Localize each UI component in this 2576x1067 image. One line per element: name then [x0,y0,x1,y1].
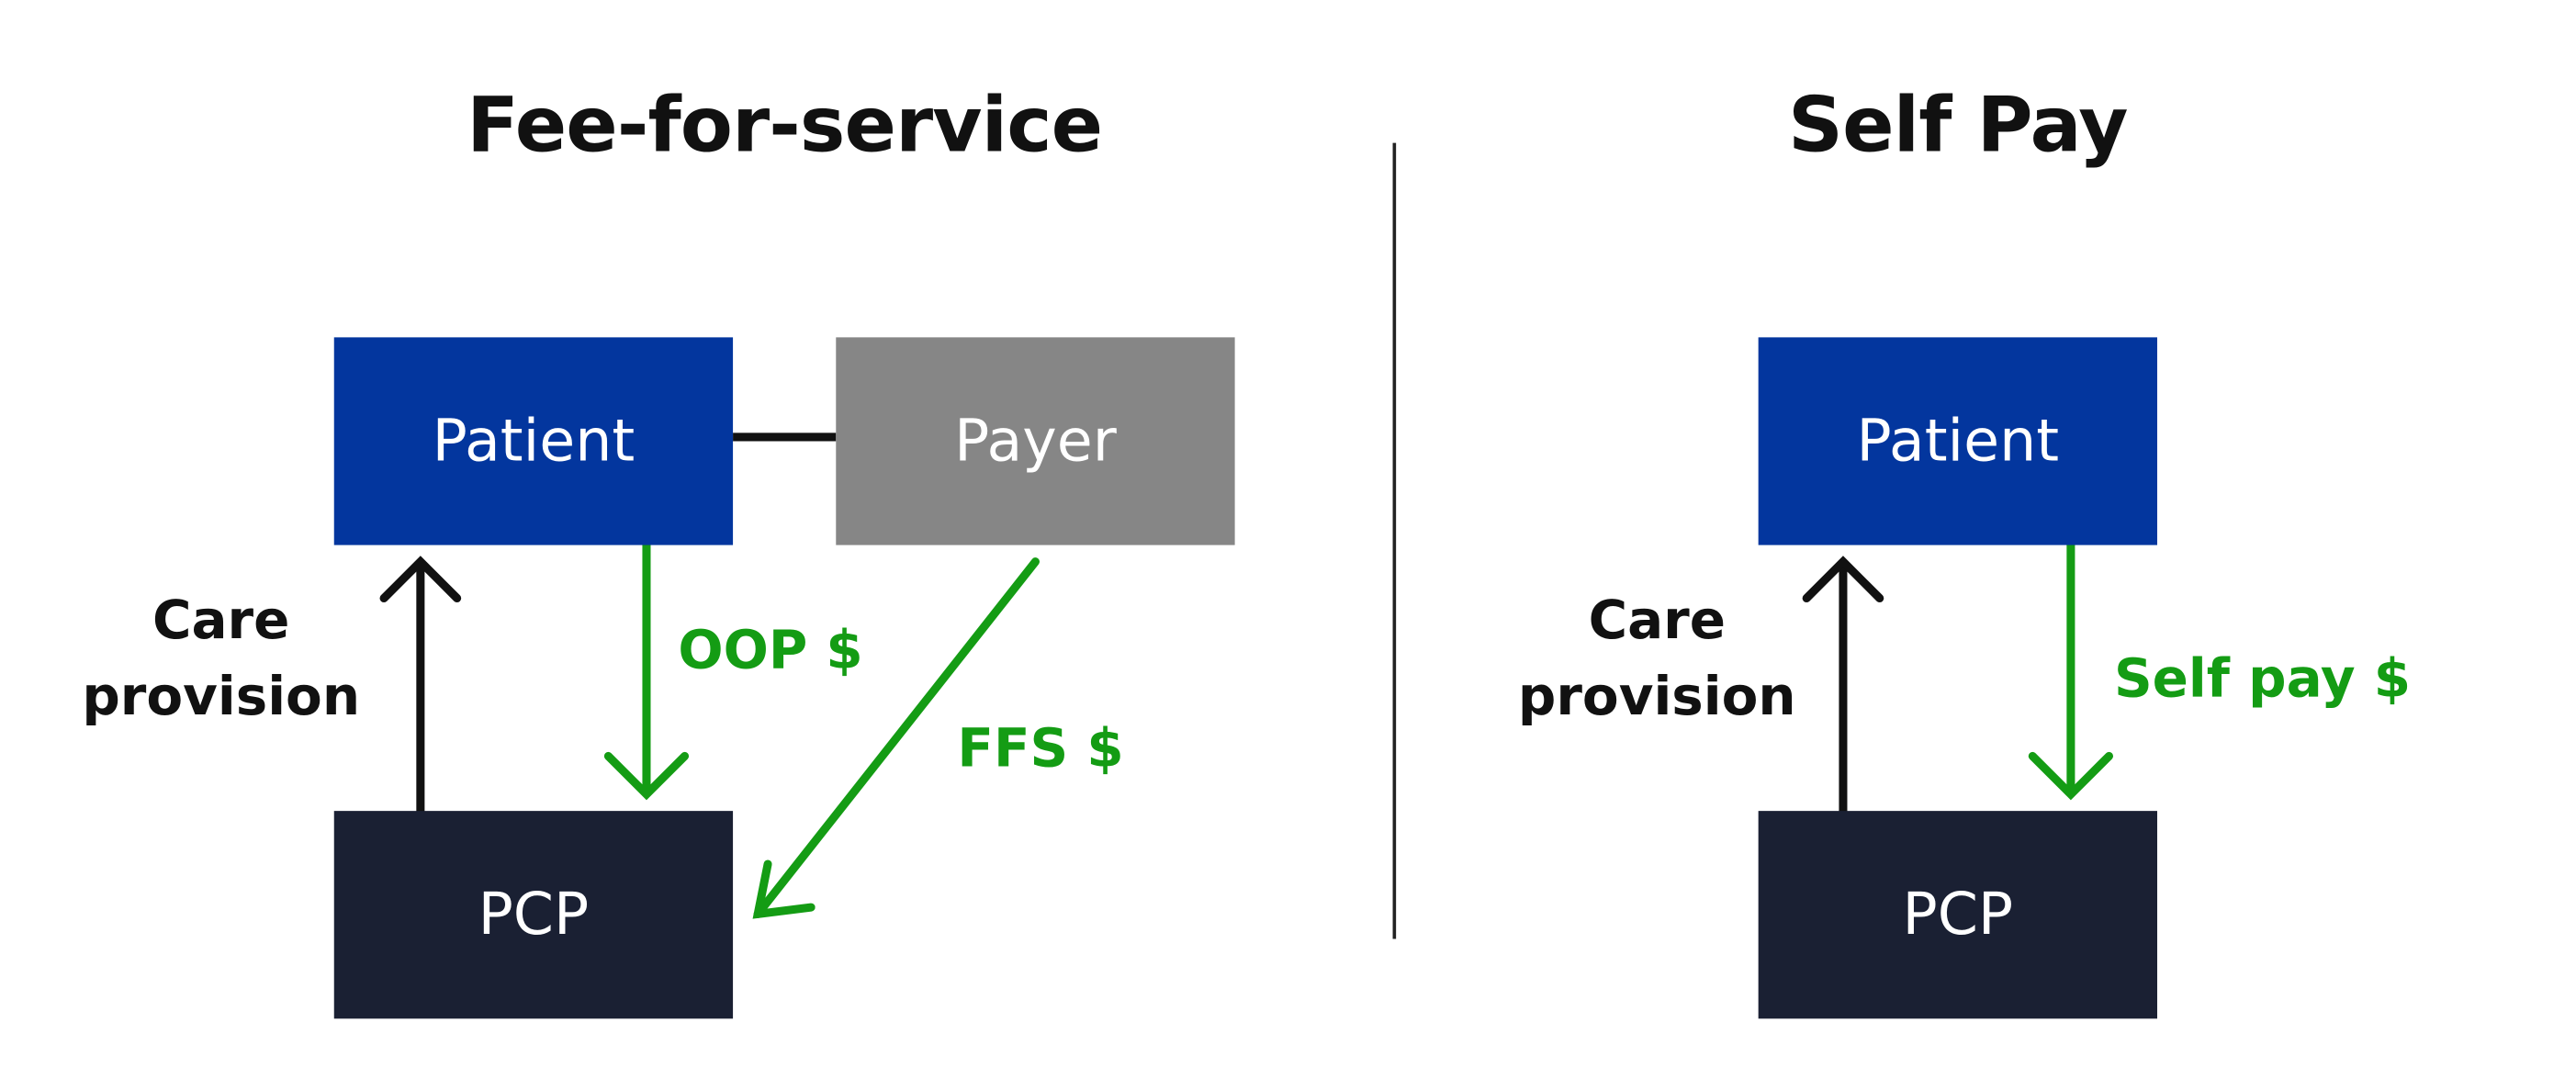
ffs-pcp-label: PCP [478,882,590,949]
ffs-patient-box: Patient [333,337,734,545]
care-provision-arrow-selfpay [1802,556,1884,815]
self-pay-title: Self Pay [1788,79,2128,170]
care-provision-arrow-ffs [379,556,462,815]
oop-label: OOP $ [678,618,863,681]
self-pay-amount-label: Self pay $ [2113,646,2412,710]
ffs-payer-label: Payer [954,408,1117,475]
self-pay-pcp-label: PCP [1902,882,2014,949]
ffs-pcp-box: PCP [333,811,734,1019]
oop-arrow [603,541,690,801]
ffs-payer-box: Payer [836,337,1235,545]
ffs-payment-label: FFS $ [957,715,1124,780]
ffs-title: Fee-for-service [467,79,1103,170]
ffs-arrow [752,557,1040,919]
ffs-care-provision-label: Care provision [82,588,361,728]
ffs-patient-label: Patient [432,408,636,475]
self-pay-arrow [2028,541,2114,801]
self-pay-patient-box: Patient [1758,337,2157,545]
self-pay-patient-label: Patient [1856,408,2060,475]
self-pay-pcp-box: PCP [1758,811,2157,1019]
self-pay-care-provision-label: Care provision [1517,588,1796,728]
